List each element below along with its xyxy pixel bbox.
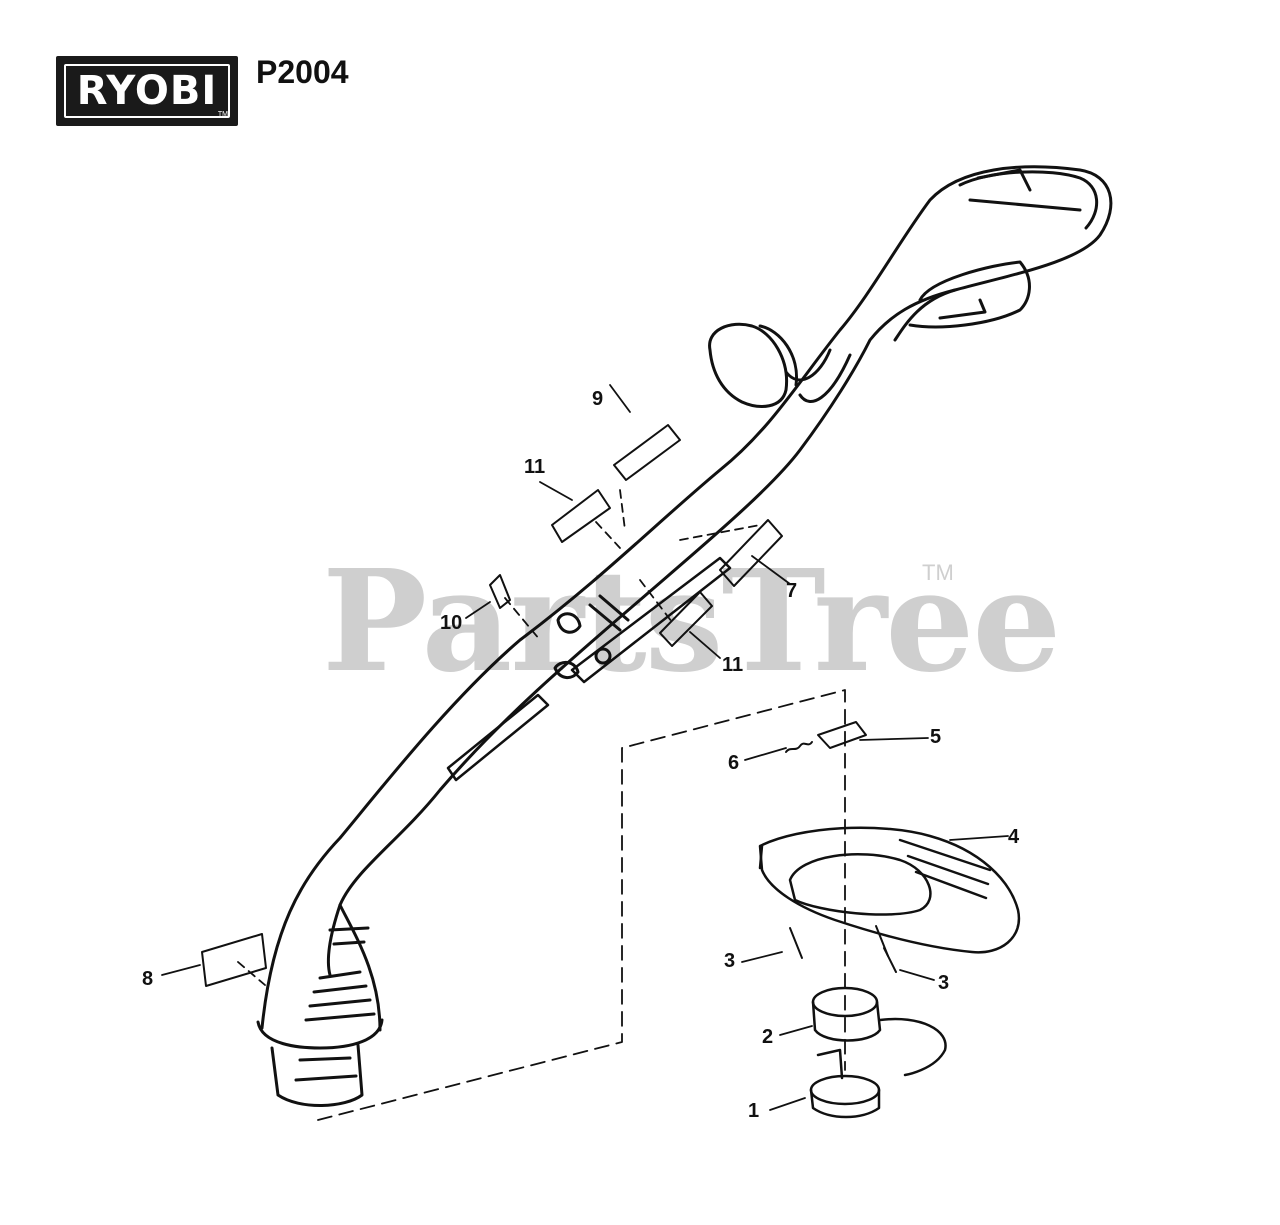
callout-11-upper: 11 [524,456,546,478]
screws [789,925,897,973]
decals [201,424,783,987]
callout-11-lower: 11 [722,654,744,676]
spool-button-and-spring [785,721,867,753]
callout-4: 4 [1008,826,1020,848]
callout-9: 9 [592,388,604,410]
callout-3-right: 3 [938,972,950,994]
logo-tm: TM [217,111,228,118]
logo-text: RYOBI [76,68,218,114]
callout-6: 6 [728,752,740,774]
spool-cap [809,1048,881,1119]
callout-7: 7 [786,580,798,602]
callout-5: 5 [930,726,942,748]
callout-10: 10 [440,612,463,634]
callout-1: 1 [748,1100,760,1122]
watermark-tm: TM [922,560,954,585]
leader-lines [161,384,1009,1121]
callout-2: 2 [762,1026,774,1048]
model-number: P2004 [256,54,349,90]
ryobi-logo: RYOBI TM [56,56,238,126]
spool-housing [758,826,1021,954]
watermark: PartsTree [322,540,1061,704]
shaft-assembly [256,165,1113,1107]
spool [811,986,947,1077]
callout-3-left: 3 [724,950,736,972]
callout-8: 8 [142,968,154,990]
